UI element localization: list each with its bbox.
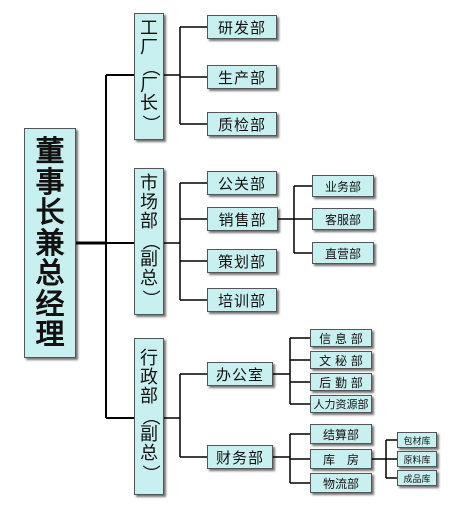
vertical-char: 厂 [140, 74, 158, 96]
vertical-char: （ [139, 407, 161, 426]
vertical-char: （ [139, 58, 161, 77]
vertical-char: 董 [35, 134, 65, 169]
node-product-store: 成品库 [397, 470, 437, 486]
node-rnd: 研发部 [207, 15, 277, 39]
vertical-char: 总 [140, 267, 158, 289]
vertical-char: 总 [140, 442, 158, 464]
node-training: 培训部 [207, 288, 277, 312]
vertical-char: 场 [140, 192, 158, 214]
node-factory: 工厂（厂长） [134, 13, 164, 140]
node-distribution: 物流部 [310, 473, 372, 493]
vertical-char: 长 [35, 195, 65, 230]
node-qc: 质检部 [207, 112, 277, 136]
node-material-store: 原料库 [397, 451, 437, 467]
node-finance: 财务部 [207, 445, 273, 469]
vertical-char: 行 [140, 348, 158, 370]
vertical-char: 市 [140, 173, 158, 195]
node-business: 业务部 [312, 175, 374, 197]
node-packaging-store: 包材库 [397, 432, 437, 448]
vertical-char: 部 [140, 386, 158, 408]
node-production: 生产部 [207, 65, 277, 89]
vertical-char: ） [139, 114, 161, 133]
node-pr: 公关部 [207, 171, 277, 195]
node-logistics-support: 后 勤 部 [310, 373, 372, 391]
vertical-char: 兼 [35, 225, 65, 260]
vertical-char: 总 [35, 256, 65, 291]
root-node-chairman: 董事长兼总经理 [24, 128, 76, 358]
node-direct-sales: 直营部 [312, 242, 374, 264]
vertical-char: 事 [35, 164, 65, 199]
vertical-char: 副 [140, 423, 158, 445]
node-settlement: 结算部 [310, 424, 372, 444]
vertical-char: ） [139, 464, 161, 483]
vertical-char: 厂 [140, 36, 158, 58]
node-customer-service: 客服部 [312, 208, 374, 230]
node-hr: 人力资源部 [310, 395, 372, 413]
vertical-char: （ [139, 232, 161, 251]
vertical-char: 工 [140, 17, 158, 39]
node-warehouse: 库 房 [310, 449, 372, 469]
vertical-char: 副 [140, 248, 158, 270]
node-planning: 策划部 [207, 249, 277, 273]
vertical-char: 长 [140, 93, 158, 115]
node-market: 市场部（副总） [134, 168, 164, 315]
vertical-char: 部 [140, 211, 158, 233]
vertical-char: 经 [35, 286, 65, 321]
vertical-char: ） [139, 289, 161, 308]
node-admin: 行政部（副总） [134, 338, 164, 495]
node-office: 办公室 [207, 362, 273, 386]
vertical-char: 政 [140, 367, 158, 389]
node-sales: 销售部 [207, 207, 278, 231]
node-info: 信 息 部 [310, 329, 372, 347]
node-secretary: 文 秘 部 [310, 351, 372, 369]
vertical-char: 理 [35, 317, 65, 352]
